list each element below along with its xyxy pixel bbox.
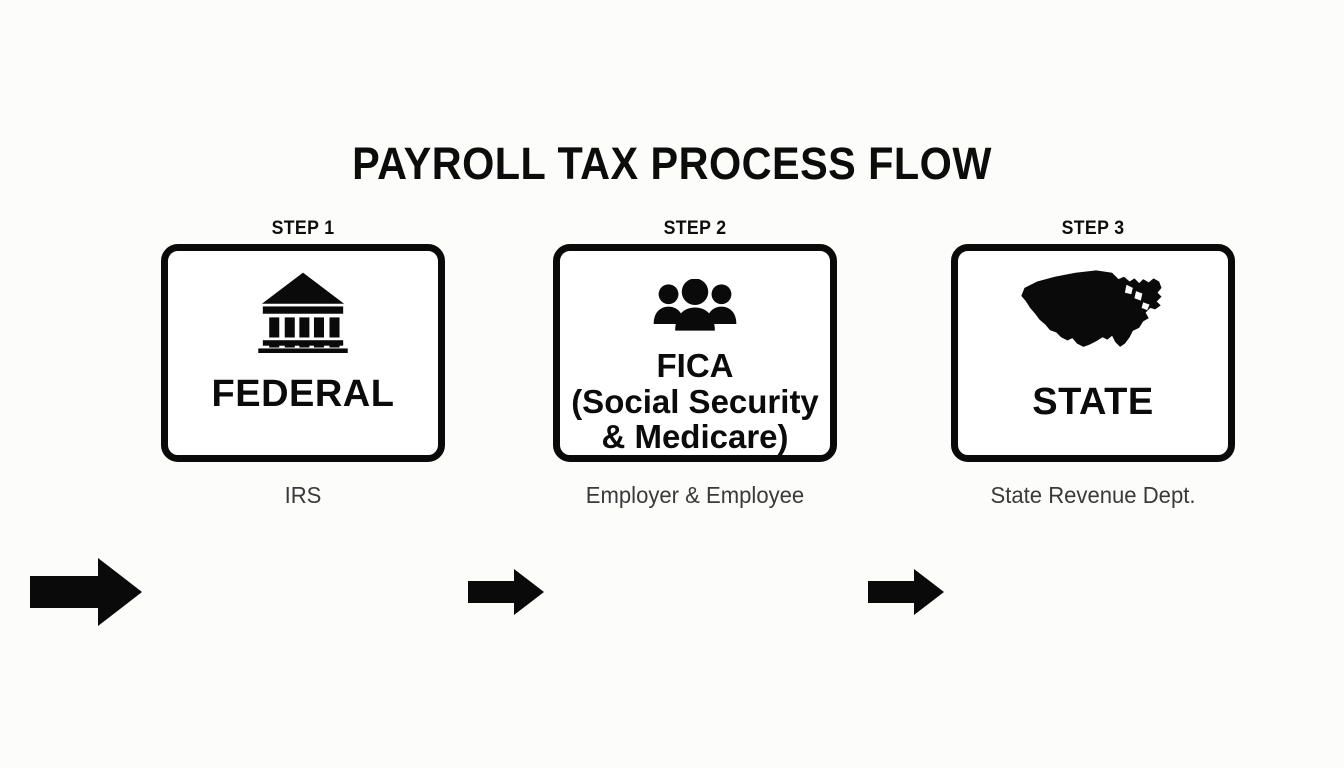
arrow-step1-to-step2 [468,569,544,615]
step-box-fica[interactable]: FICA (Social Security & Medicare) [553,244,837,462]
step-title-2: FICA (Social Security & Medicare) [525,348,865,455]
step-title-2-line-3: & Medicare) [601,418,789,456]
step-title-2-line-2: (Social Security [571,382,819,420]
step-caption-2: Employer & Employee [585,482,805,508]
usa-map-icon [1013,265,1173,357]
step-caption-3: State Revenue Dept. [990,482,1196,508]
step-title-3: STATE [1032,381,1154,423]
step-label-3: STEP 3 [1061,218,1125,239]
flow-row: STEP 1 [0,218,1344,626]
step-box-state[interactable]: STATE [951,244,1235,462]
arrow-step2-to-step3 [868,569,944,615]
step-title-2-line-1: FICA [656,347,734,385]
bank-building-icon [257,272,349,353]
step-label-1: STEP 1 [271,218,335,239]
step-title-1: FEDERAL [211,373,395,415]
step-caption-1: IRS [284,482,322,508]
step-box-federal[interactable]: FEDERAL [161,244,445,462]
entry-arrow [30,558,142,626]
step-group-2: STEP 2 FICA [553,218,837,509]
step-label-2: STEP 2 [663,218,727,239]
step-group-1: STEP 1 [161,218,445,509]
step-group-3: STEP 3 STATE State Revenue Dept. [951,218,1235,509]
page-title: PAYROLL TAX PROCESS FLOW [352,138,992,189]
people-group-icon [652,273,738,336]
